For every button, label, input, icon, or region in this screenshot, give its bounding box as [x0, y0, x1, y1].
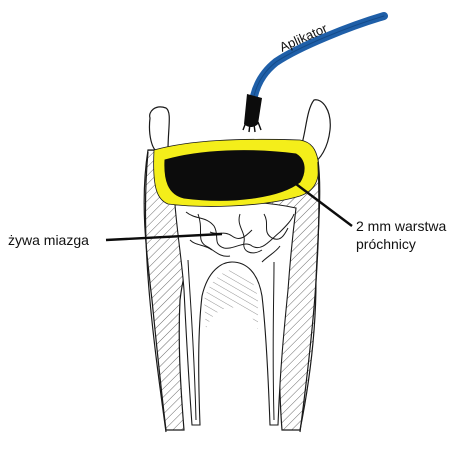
root-hatching — [204, 270, 258, 330]
pulp-label: żywa miazga — [8, 232, 89, 248]
tooth-enamel-left — [149, 107, 169, 152]
decay-label-line2: próchnicy — [356, 236, 416, 252]
decay-label-line1: 2 mm warstwa — [356, 218, 446, 234]
